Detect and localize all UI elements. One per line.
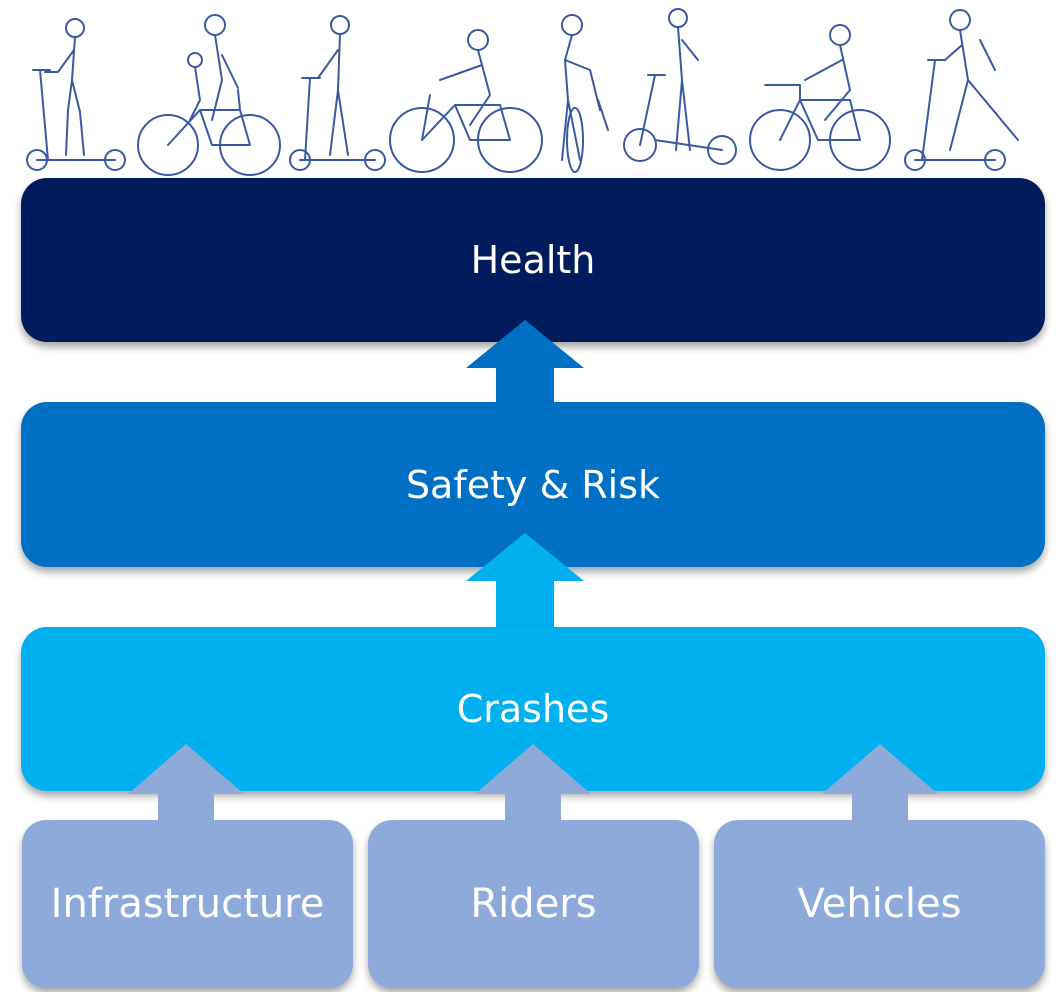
scooter-rider-figure-8 [904,9,1019,171]
arrow-crashes-to-safety [466,533,584,629]
arrow-vehicles-to-crashes [822,744,938,822]
riders-factor-box: Riders [368,820,699,988]
ebike-rider-figure-4 [389,29,543,173]
health-label: Health [470,238,596,282]
riders-label: Riders [470,881,597,927]
arrow-infrastructure-to-crashes [128,744,244,822]
vehicles-factor-box: Vehicles [714,820,1045,988]
cyclist-figure-2 [137,14,281,176]
health-level-box: Health [21,178,1045,342]
infrastructure-factor-box: Infrastructure [22,820,353,988]
arrow-safety-to-health [466,320,584,404]
safety-risk-level-box: Safety & Risk [21,402,1045,567]
kick-scooter-figure-6 [623,8,737,165]
arrow-riders-to-crashes [475,744,591,822]
scooter-rider-figure-3 [289,15,386,171]
pedestrian-figure-5 [561,14,609,173]
scooter-rider-figure-1 [26,18,126,171]
cargo-bike-figure-7 [749,24,891,171]
vehicles-label: Vehicles [797,881,962,927]
infrastructure-label: Infrastructure [50,881,325,927]
safety-risk-label: Safety & Risk [405,462,661,507]
micromobility-riders-illustration [26,8,1019,176]
crashes-label: Crashes [456,687,610,731]
